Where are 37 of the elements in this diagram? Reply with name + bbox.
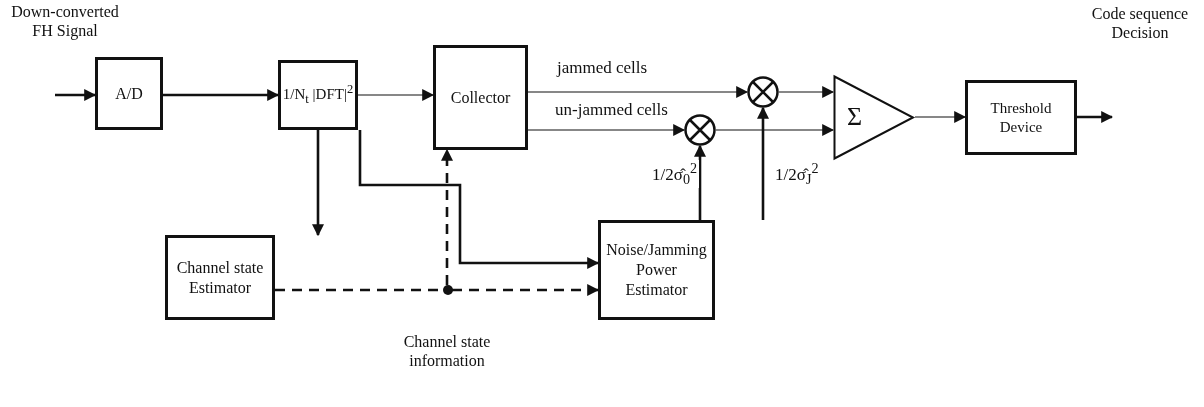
process-box [278,60,358,130]
node-label: Σ [847,101,863,134]
process-box [95,57,163,130]
arrow [55,89,97,101]
arrow [527,86,749,98]
node-label: Noise/Jamming Power Estimator [606,240,707,300]
junction-dot [442,285,454,295]
text-label: Channel state information [402,332,492,371]
node-label: Threshold Device [989,98,1053,137]
node-label: Channel state Estimator [175,257,265,298]
arrow [358,130,600,269]
arrow [757,106,769,220]
process-box [965,80,1077,155]
arrow [778,86,835,98]
process-box [598,220,715,320]
arrow [312,130,324,237]
arrow [914,111,967,123]
node-label: 1/N$_{t}$ |DFT|$^{2}$ [282,82,354,108]
arrow [452,284,600,296]
summer-triangle [833,75,915,160]
arrow [527,124,686,136]
multiplier-circle [684,114,716,146]
text-label: Down-converted FH Signal [10,2,120,41]
arrow [163,89,280,101]
multiplier-circle [747,76,779,108]
arrow [357,89,435,101]
process-box [433,45,528,150]
edge-label: jammed cells [555,58,650,78]
arrow [694,144,706,220]
node-label: Collector [450,87,511,108]
edge-label: un-jammed cells [553,100,670,120]
arrow [715,124,835,136]
node-label: A/D [115,83,143,104]
arrow [1077,111,1114,123]
arrow [441,148,453,285]
process-box [165,235,275,320]
text-label: Code sequence Decision [1090,4,1190,43]
